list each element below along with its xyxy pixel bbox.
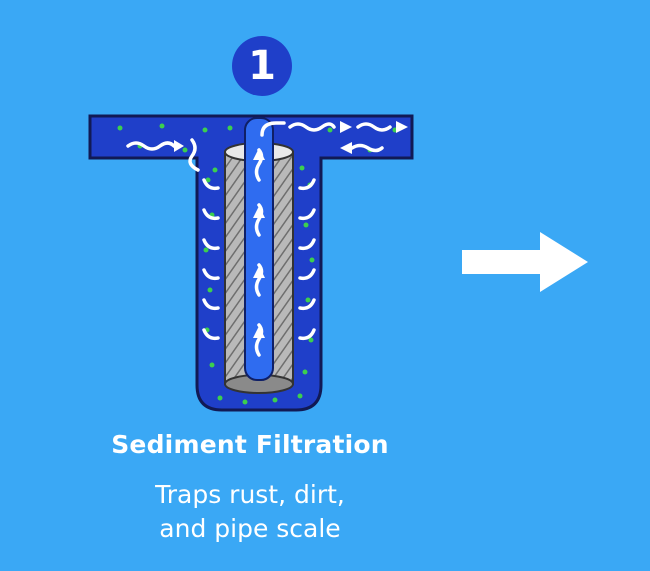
flow-arrow-icon bbox=[253, 326, 265, 338]
flow-arrow-icon bbox=[298, 268, 316, 281]
step-description-line: Traps rust, dirt, bbox=[155, 480, 345, 509]
flow-arrow-icon bbox=[298, 208, 316, 221]
flow-arrow-icon bbox=[298, 178, 316, 191]
flow-arrow-icon bbox=[254, 323, 264, 357]
flow-arrow-icon bbox=[254, 203, 264, 237]
flow-arrow-icon bbox=[340, 121, 352, 133]
flow-arrow-icon bbox=[174, 140, 184, 152]
flow-arrow-icon bbox=[340, 142, 352, 154]
arrow-heads bbox=[253, 121, 408, 338]
flow-arrow-icon bbox=[253, 206, 265, 218]
flow-arrow-icon bbox=[298, 298, 316, 311]
flow-arrow-icon bbox=[202, 328, 220, 341]
flow-arrow-icon bbox=[202, 298, 220, 311]
step-number-badge: 1 bbox=[232, 36, 292, 96]
step-number: 1 bbox=[248, 43, 276, 89]
flow-arrow-icon bbox=[202, 268, 220, 281]
flow-arrow-icon bbox=[260, 121, 286, 137]
flow-arrow-icon bbox=[298, 238, 316, 251]
next-step-arrow-icon bbox=[462, 232, 588, 292]
flow-arrow-icon bbox=[253, 148, 265, 160]
flow-arrow-icon bbox=[253, 266, 265, 278]
flow-arrow-icon bbox=[396, 121, 408, 133]
flow-arrow-icon bbox=[202, 208, 220, 221]
step-title: Sediment Filtration bbox=[111, 430, 389, 459]
flow-arrow-icon bbox=[356, 122, 392, 132]
flow-arrow-icon bbox=[202, 178, 220, 191]
step-description: Traps rust, dirt, and pipe scale bbox=[0, 478, 500, 546]
flow-arrow-icon bbox=[288, 122, 336, 132]
flow-arrow-icon bbox=[254, 263, 264, 297]
flow-arrow-icon bbox=[202, 238, 220, 251]
step-description-line: and pipe scale bbox=[159, 514, 341, 543]
flow-arrow-icon bbox=[126, 141, 176, 151]
flow-arrows bbox=[126, 121, 392, 357]
flow-arrow-icon bbox=[188, 138, 200, 172]
flow-arrow-icon bbox=[298, 328, 316, 341]
clean-water-core bbox=[244, 117, 274, 381]
flow-arrow-icon bbox=[350, 143, 384, 153]
